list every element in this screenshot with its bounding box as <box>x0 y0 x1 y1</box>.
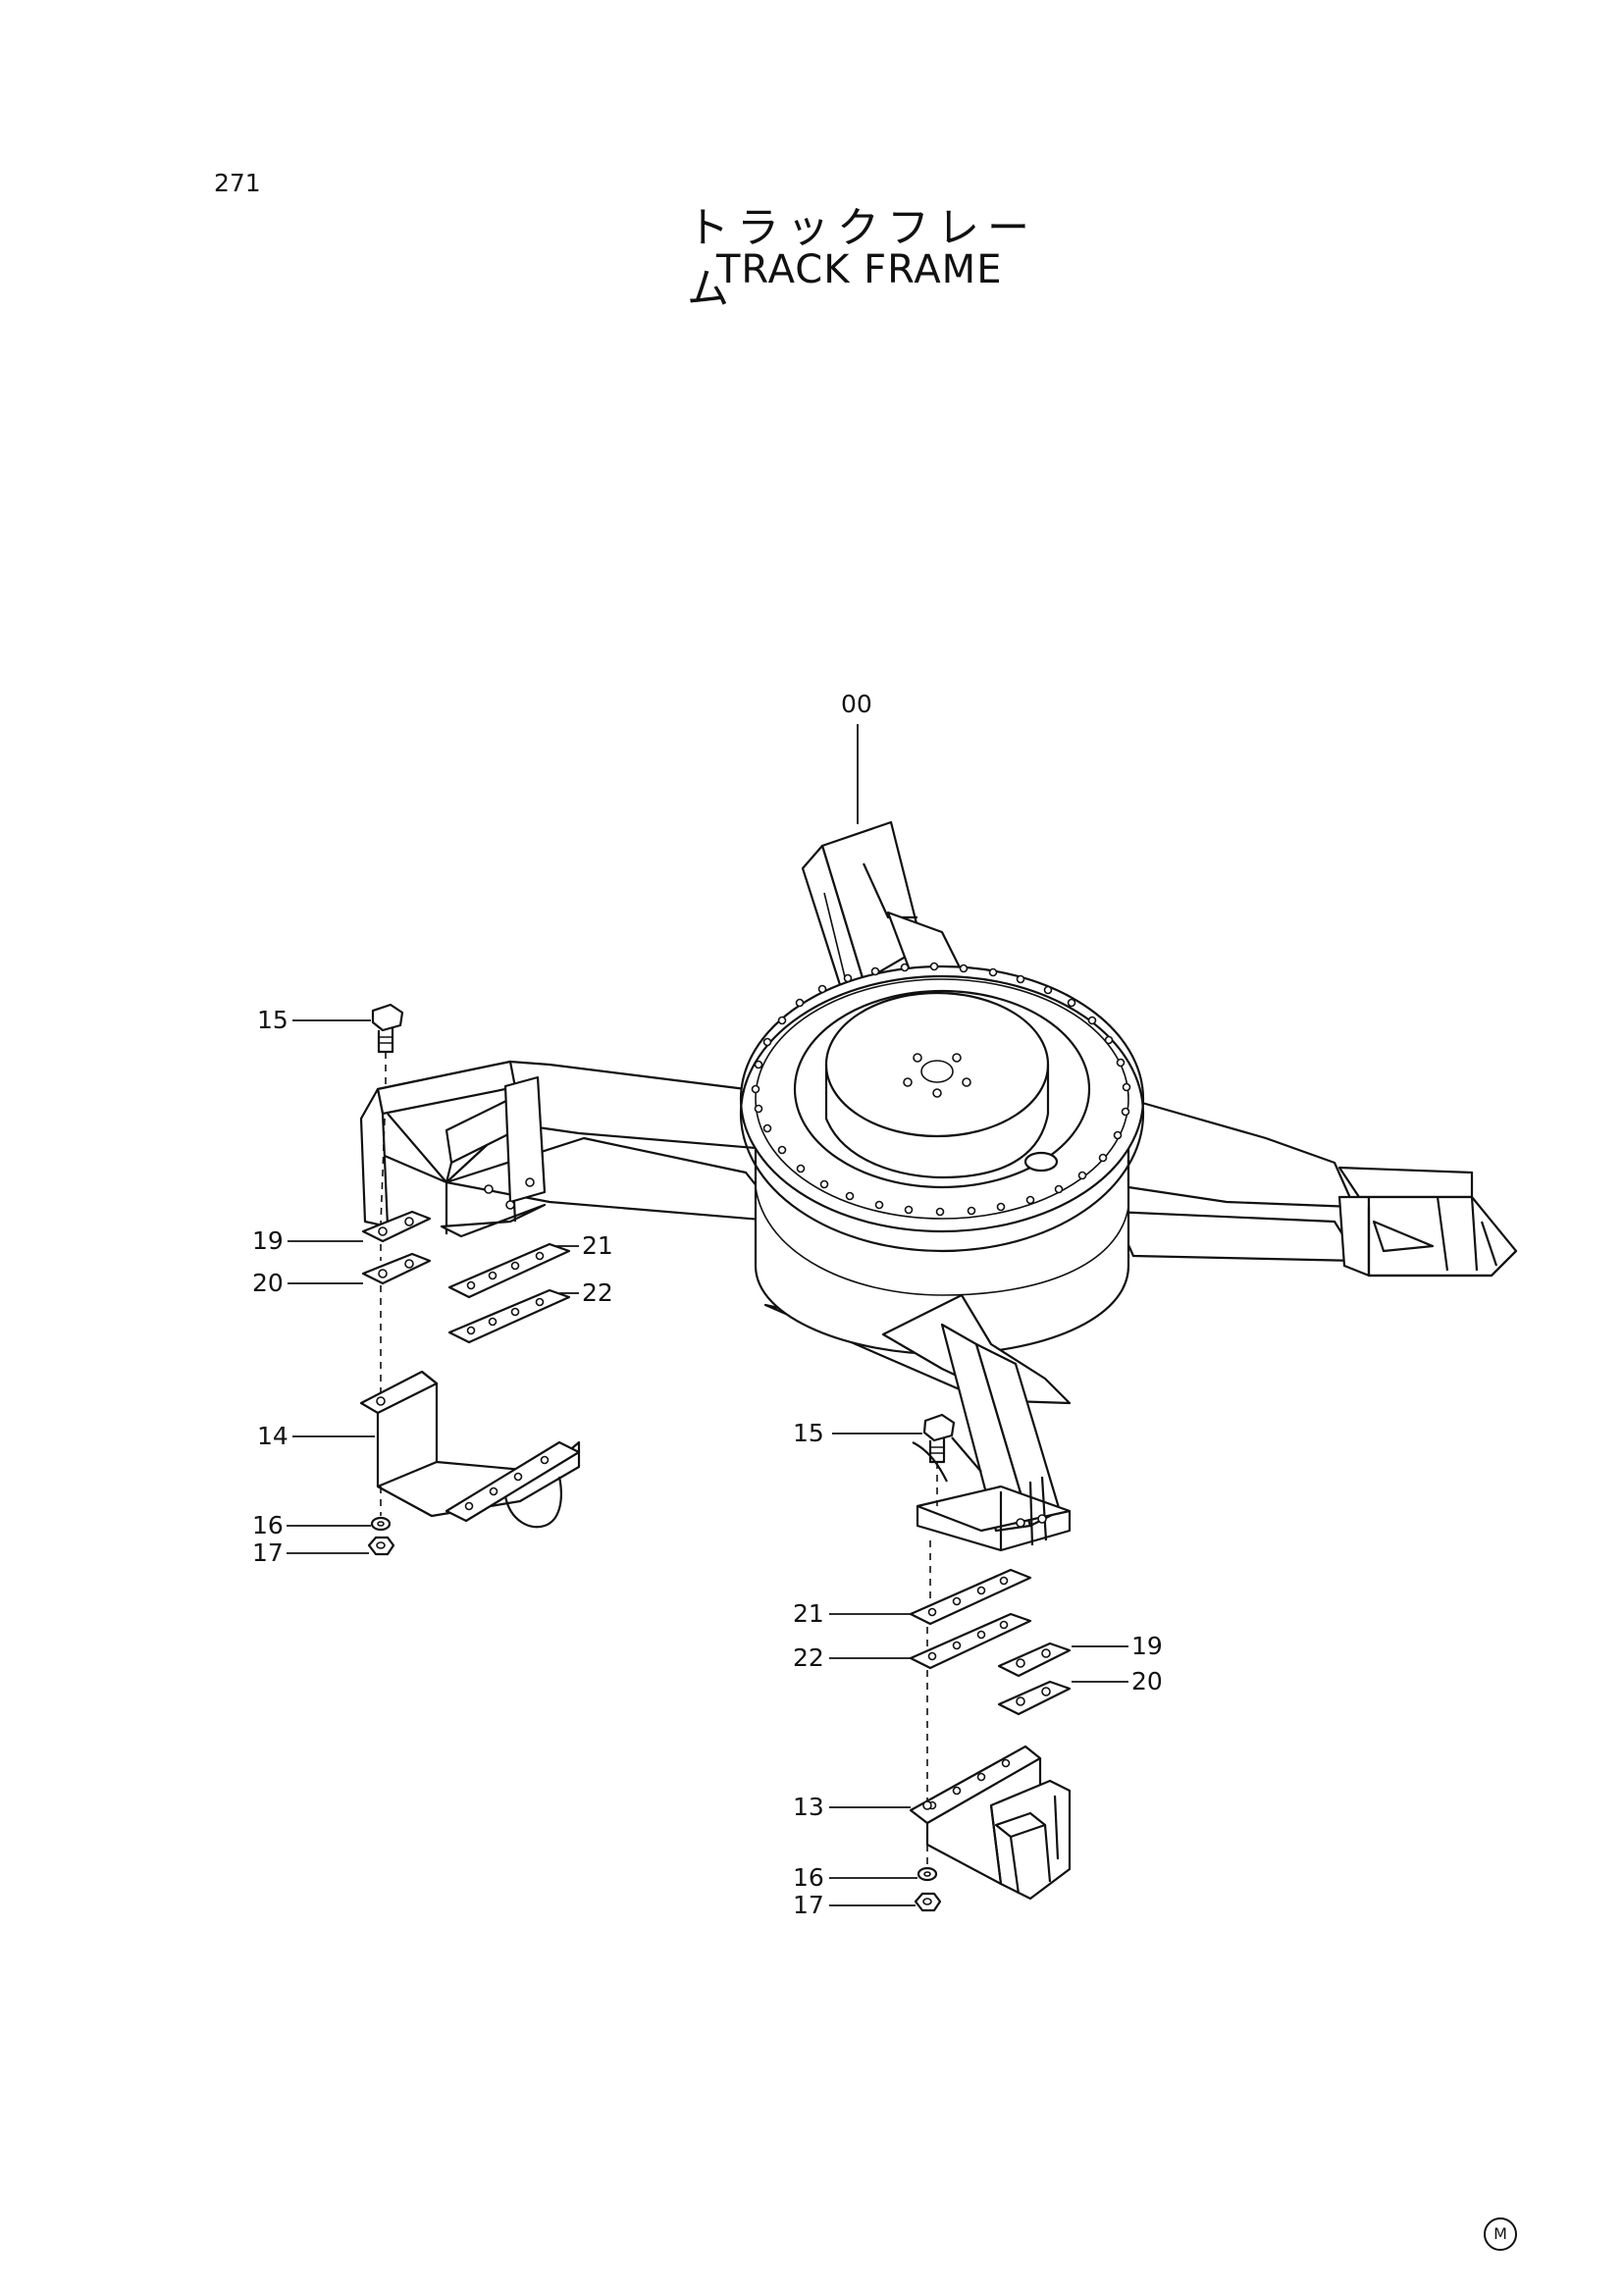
shim-20-left <box>361 1252 432 1285</box>
left-mount-exploded <box>359 1003 581 1556</box>
callout-16-left: 16 <box>252 1511 284 1539</box>
title-japanese: トラックフレーム <box>687 204 1037 314</box>
callout-00: 00 <box>841 690 872 718</box>
callout-16-right: 16 <box>793 1863 824 1892</box>
callout-22-right: 22 <box>793 1643 824 1672</box>
plate-21-right <box>909 1568 1032 1626</box>
callout-17-right: 17 <box>793 1891 824 1919</box>
callout-21-right: 21 <box>793 1599 824 1628</box>
plate-21-left <box>447 1242 571 1299</box>
nut-17-right <box>914 1892 942 1912</box>
frame-arm-left-end <box>359 1060 547 1238</box>
frame-arm-left-web <box>445 1136 787 1224</box>
leader-lines <box>287 724 1128 1906</box>
turntable-flange <box>739 962 1145 1253</box>
callout-22-left: 22 <box>582 1278 613 1307</box>
plate-22-left <box>447 1288 571 1344</box>
nut-17-left <box>367 1536 395 1556</box>
bolt-15-right <box>922 1413 956 1464</box>
corner-m-mark: M <box>1484 2217 1517 2251</box>
title-english: TRACK FRAME <box>716 247 1003 292</box>
shim-20-right <box>997 1680 1072 1716</box>
callout-20-left: 20 <box>252 1269 284 1297</box>
callout-15-right: 15 <box>793 1419 824 1447</box>
callout-21-left: 21 <box>582 1231 613 1260</box>
track-frame-assembly <box>359 820 1518 1552</box>
bracket-13 <box>909 1745 1072 1901</box>
plate-22-right <box>909 1612 1032 1670</box>
frame-arm-right-end <box>1337 1166 1518 1277</box>
page-number: 271 <box>214 169 261 197</box>
callout-14: 14 <box>257 1422 288 1450</box>
callout-13: 13 <box>793 1793 824 1821</box>
shim-19-right <box>997 1642 1072 1678</box>
frame-arm-front-end <box>912 1323 1072 1552</box>
bracket-14 <box>359 1370 581 1529</box>
flange-bolt-holes <box>751 962 1131 1217</box>
callout-17-left: 17 <box>252 1538 284 1567</box>
frame-arm-right-web <box>1112 1210 1361 1263</box>
bolt-15-left <box>371 1003 404 1054</box>
callout-19-left: 19 <box>252 1226 284 1255</box>
callout-19-right: 19 <box>1131 1632 1163 1660</box>
callout-15-left: 15 <box>257 1006 288 1034</box>
callout-20-right: 20 <box>1131 1667 1163 1695</box>
right-mount-exploded <box>909 1413 1072 1912</box>
